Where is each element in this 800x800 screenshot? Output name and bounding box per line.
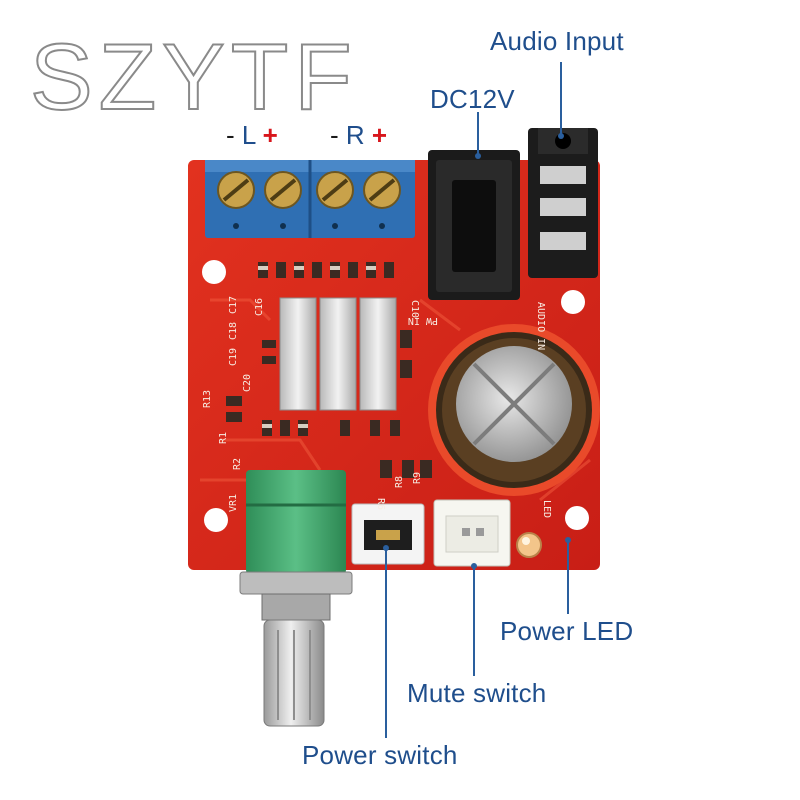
silk-r13: R13 — [202, 390, 213, 408]
silk-vr1: VR1 — [228, 494, 239, 512]
silk-pw-in: PW IN — [408, 315, 438, 326]
mounting-hole — [565, 506, 589, 530]
right-letter: R — [345, 120, 365, 150]
mute-switch-label: Mute switch — [407, 678, 547, 708]
mounting-hole — [204, 508, 228, 532]
dc12v-label: DC12V — [430, 84, 515, 114]
silkscreen-labels: AUDIO IN LED VR1 PW IN C16 C17 C18 C19 C… — [202, 296, 552, 518]
power-switch-connector — [433, 499, 511, 567]
silk-audio-in: AUDIO IN — [535, 302, 546, 350]
right-channel-polarity: - R + — [330, 120, 387, 151]
silk-r8: R8 — [394, 476, 405, 488]
audio-input-label: Audio Input — [490, 26, 624, 56]
silk-r6: R6 — [375, 498, 386, 510]
callout-lines — [385, 62, 569, 738]
power-switch-label: Power switch — [302, 740, 458, 770]
silk-c20: C20 — [242, 374, 253, 392]
silk-c16: C16 — [254, 298, 265, 316]
left-minus: - — [226, 120, 235, 150]
volume-potentiometer — [239, 470, 353, 727]
left-plus: + — [262, 120, 278, 150]
silk-c10: C10 — [409, 300, 420, 318]
silk-r2: R2 — [232, 458, 243, 470]
left-letter: L — [241, 120, 256, 150]
silk-r1: R1 — [218, 432, 229, 444]
electrolytic-capacitor — [428, 324, 600, 496]
dc-power-jack — [428, 150, 520, 300]
heatsink — [279, 297, 397, 411]
speaker-terminal-block — [205, 160, 415, 238]
power-led — [516, 532, 542, 558]
right-minus: - — [330, 120, 339, 150]
silk-led: LED — [541, 500, 552, 518]
audio-input-jack — [528, 128, 598, 278]
mute-switch-header — [351, 503, 425, 565]
silk-c17: C17 — [228, 296, 239, 314]
mounting-hole — [561, 290, 585, 314]
brand-watermark: SZYTF — [29, 24, 358, 129]
power-led-label: Power LED — [500, 616, 634, 646]
mounting-hole — [202, 260, 226, 284]
silk-r9: R9 — [412, 472, 423, 484]
right-plus: + — [371, 120, 388, 150]
left-channel-polarity: - L + — [226, 120, 278, 151]
silk-c18: C18 — [228, 322, 239, 340]
silk-c19: C19 — [228, 348, 239, 366]
